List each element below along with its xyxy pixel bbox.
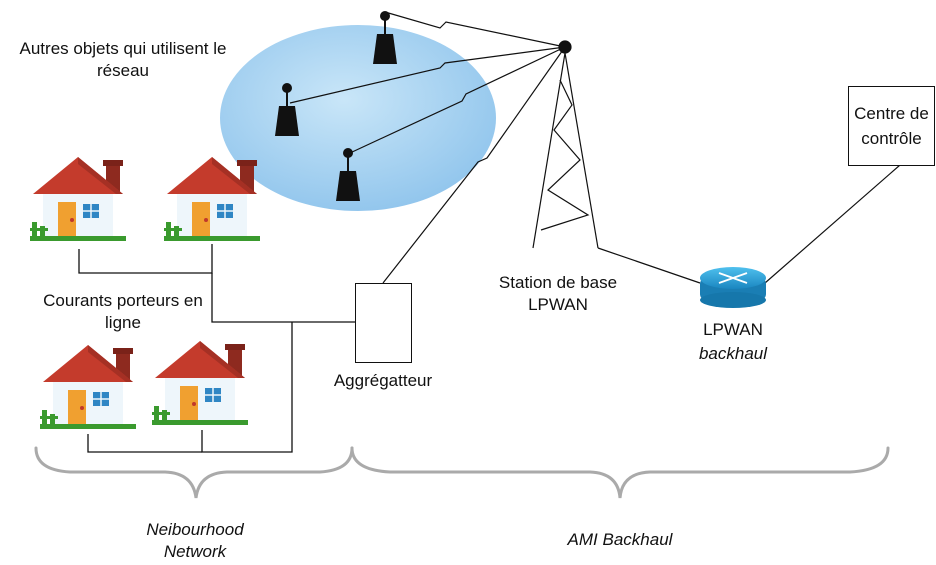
router-icon	[700, 267, 766, 308]
house-icon	[151, 340, 249, 426]
plc-label: Courants porteurs en ligne	[43, 291, 203, 332]
nan-label: Neibourhood Network	[146, 520, 244, 561]
iot-network-cloud	[220, 25, 496, 211]
house-icon	[29, 156, 127, 242]
power-line-wiring	[78, 244, 355, 453]
tower-icon	[532, 40, 599, 249]
control-center-label: Centre de contrôle	[854, 104, 929, 148]
tower-router-link	[597, 247, 701, 284]
other-objects-label: Autres objets qui utilisent le réseau	[19, 39, 227, 80]
brace-ami	[350, 446, 890, 499]
backhaul-sub-label: backhaul	[698, 344, 768, 363]
backhaul-title-label: LPWAN	[703, 320, 763, 339]
radio-links	[289, 11, 566, 284]
aggregator-label: Aggrégatteur	[333, 371, 433, 390]
control-center-box: Centre de contrôle	[848, 86, 935, 166]
router-control-link	[764, 164, 901, 284]
base-station-label: Station de base LPWAN	[498, 273, 618, 314]
sensor-antenna-icon	[372, 10, 398, 65]
house-icon	[163, 156, 261, 242]
house-icon	[39, 344, 137, 430]
ami-label: AMI Backhaul	[567, 530, 673, 549]
brace-nan	[34, 446, 354, 499]
aggregator-box	[355, 283, 412, 363]
